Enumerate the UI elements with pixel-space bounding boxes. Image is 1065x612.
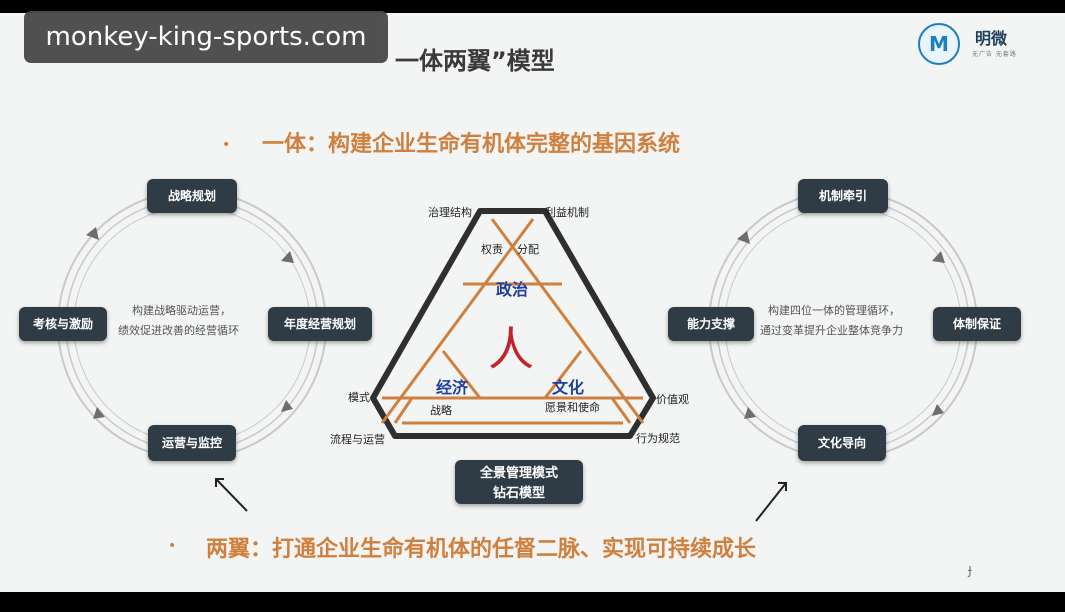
caption-line-2: 钻石模型 <box>492 486 545 501</box>
center-person-glyph: 人 <box>488 322 534 376</box>
brand-tagline: 无广告 无套路 <box>972 51 1017 58</box>
pointer-arrow-icons <box>215 478 787 522</box>
node-culture-orientation: 文化导向 <box>798 425 886 461</box>
slide: 一体两翼”模型 M 明微 无广告 无套路 • 一体：构建企业生命有机体完整的基因… <box>0 13 1065 592</box>
label-distribution: 分配 <box>517 243 539 256</box>
slide-title: 一体两翼”模型 <box>395 47 555 75</box>
node-mechanism-traction: 机制牵引 <box>798 179 888 213</box>
yiti-heading: 一体：构建企业生命有机体完整的基因系统 <box>262 132 681 157</box>
bullet-dot-icon: • <box>168 538 177 554</box>
right-cycle-line-1: 构建四位一体的管理循环， <box>768 304 900 317</box>
brand-name: 明微 <box>975 29 1008 48</box>
node-annual-business-plan: 年度经营规划 <box>268 307 372 341</box>
node-assessment-incentive: 考核与激励 <box>19 307 107 341</box>
right-cycle-line-2: 通过变革提升企业整体竞争力 <box>760 324 903 337</box>
left-cycle-line-2: 绩效促进改善的经营循环 <box>118 324 239 337</box>
liangyi-heading: 两翼：打通企业生命有机体的任督二脉、实现可持续成长 <box>206 537 757 562</box>
corner-mark: ɟ <box>968 562 972 578</box>
right-cycle-description: 构建四位一体的管理循环， 通过变革提升企业整体竞争力 <box>760 301 932 341</box>
label-values: 价值观 <box>656 393 689 406</box>
word-culture: 文化 <box>552 378 585 397</box>
label-norms: 行为规范 <box>636 432 680 445</box>
diamond-triangle <box>370 208 656 439</box>
label-interest: 利益机制 <box>545 206 589 219</box>
label-mode: 模式 <box>348 391 370 404</box>
label-strategy: 战略 <box>430 404 452 417</box>
label-process: 流程与运营 <box>330 433 385 446</box>
node-operations-monitoring: 运营与监控 <box>148 425 236 461</box>
watermark: monkey-king-sports.com <box>24 11 388 63</box>
label-governance: 治理结构 <box>428 206 472 219</box>
word-economy: 经济 <box>436 378 469 397</box>
diamond-model-caption: 全景管理模式 钻石模型 <box>455 460 583 504</box>
node-system-guarantee: 体制保证 <box>933 307 1021 341</box>
node-capability-support: 能力支撑 <box>668 307 754 341</box>
caption-line-1: 全景管理模式 <box>479 466 558 481</box>
left-cycle-description: 构建战略驱动运营， 绩效促进改善的经营循环 <box>118 301 268 341</box>
cycle-arrow-icons <box>86 227 945 419</box>
label-vision: 愿景和使命 <box>545 401 600 414</box>
word-politics: 政治 <box>496 280 529 299</box>
bullet-dot-icon: • <box>222 137 231 153</box>
left-cycle-line-1: 构建战略驱动运营， <box>132 304 231 317</box>
node-strategy-planning: 战略规划 <box>147 179 237 213</box>
label-rights: 权责 <box>481 243 503 256</box>
brand-logo-icon: M <box>918 23 960 65</box>
